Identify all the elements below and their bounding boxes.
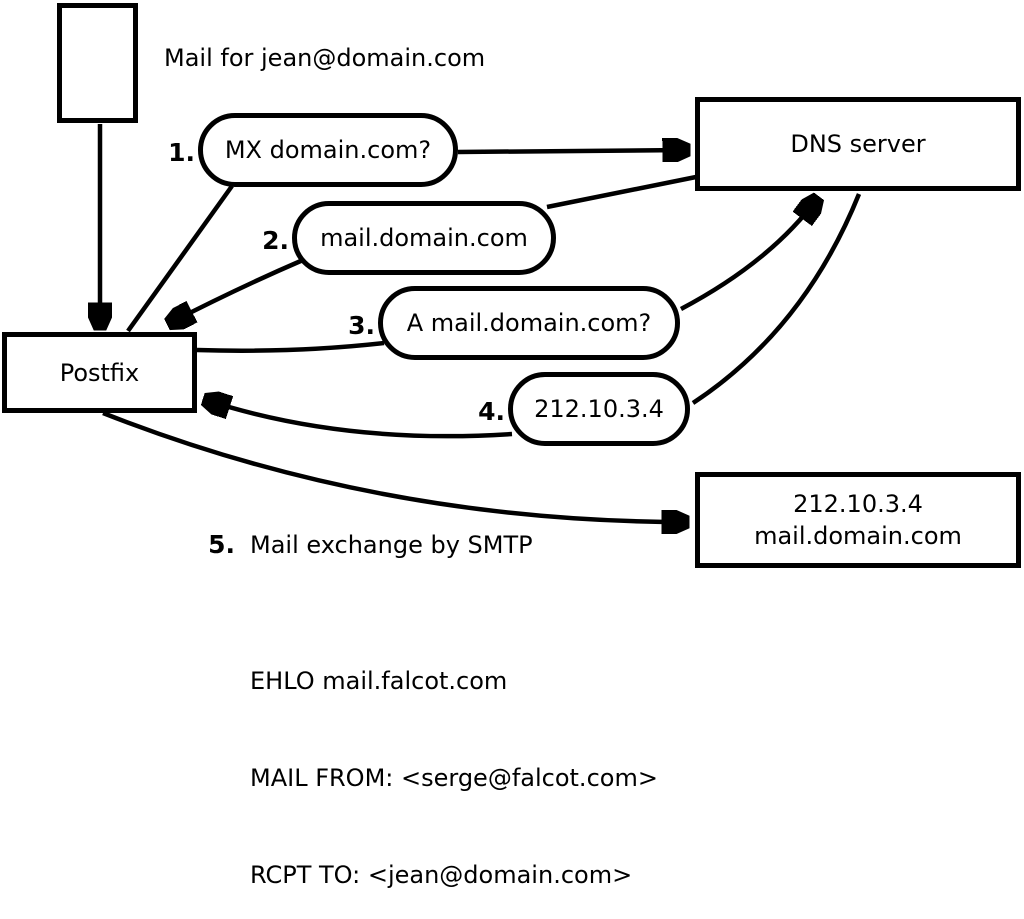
mail-server-box: 212.10.3.4 mail.domain.com	[695, 472, 1021, 568]
dns-server-box: DNS server	[695, 97, 1021, 191]
query-pill-3: A mail.domain.com?	[378, 286, 680, 360]
answer-pill-2-label: mail.domain.com	[320, 224, 528, 252]
step-number-4: 4.	[478, 397, 505, 426]
line-postfix-to-query3	[196, 340, 385, 353]
step-number-3: 3.	[348, 311, 375, 340]
step-number-1: 1.	[168, 138, 195, 167]
answer-pill-4-label: 212.10.3.4	[534, 395, 664, 423]
mail-envelope-icon	[57, 3, 138, 123]
query-pill-1: MX domain.com?	[198, 113, 458, 187]
smtp-line: RCPT TO: <jean@domain.com>	[250, 860, 633, 889]
arrow-query1-to-dns	[457, 150, 687, 152]
arrow-query3-to-dns	[679, 199, 817, 311]
smtp-session-text: EHLO mail.falcot.com MAIL FROM: <serge@f…	[250, 601, 658, 919]
line-dns-to-answer4	[691, 193, 862, 405]
smtp-line: MAIL FROM: <serge@falcot.com>	[250, 764, 658, 793]
arrow-answer4-to-postfix	[206, 400, 513, 439]
line-dns-to-answer2	[546, 174, 697, 210]
query-pill-3-label: A mail.domain.com?	[406, 309, 652, 337]
step-number-2: 2.	[262, 226, 289, 255]
step-5-label: Mail exchange by SMTP	[250, 531, 533, 559]
dns-server-label: DNS server	[790, 130, 926, 158]
answer-pill-2: mail.domain.com	[292, 201, 556, 275]
answer-pill-4: 212.10.3.4	[508, 372, 690, 446]
line-postfix-to-query1	[126, 184, 234, 333]
arrow-postfix-to-mailserver	[102, 410, 686, 522]
smtp-line: EHLO mail.falcot.com	[250, 667, 508, 696]
step-number-5: 5.	[208, 530, 235, 559]
mail-server-ip: 212.10.3.4	[793, 490, 923, 518]
postfix-box: Postfix	[2, 332, 197, 413]
query-pill-1-label: MX domain.com?	[224, 136, 432, 164]
mail-note: Mail for jean@domain.com	[164, 44, 486, 72]
mail-server-hostname: mail.domain.com	[754, 522, 962, 550]
postfix-label: Postfix	[59, 358, 140, 387]
arrow-answer2-to-postfix	[170, 257, 304, 323]
